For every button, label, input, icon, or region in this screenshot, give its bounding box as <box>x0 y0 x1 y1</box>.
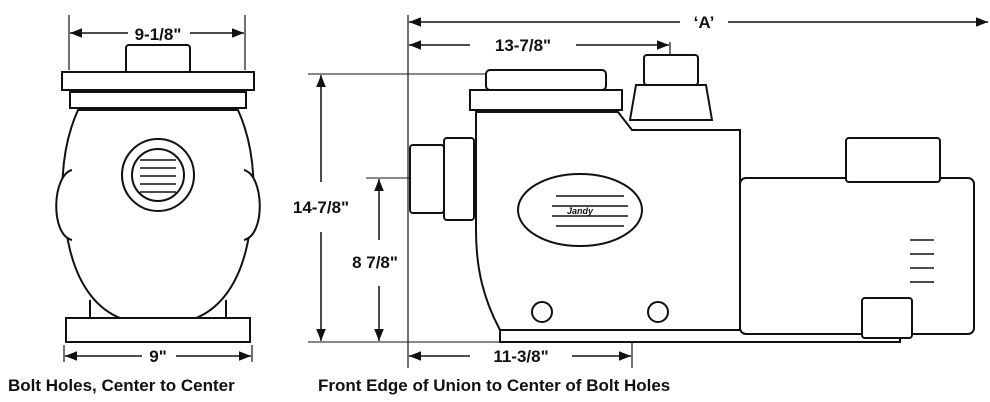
caption-bolt-holes: Bolt Holes, Center to Center <box>8 376 235 395</box>
front-lid-band <box>69 91 247 109</box>
label-base-bolt: 9" <box>149 347 167 366</box>
dim-overall-height: 14-7/8" <box>293 75 349 341</box>
dim-overall-length: ‘A’ <box>409 13 988 32</box>
side-lid-rim <box>469 89 623 111</box>
dim-inlet-height: 8 7/8" <box>352 179 398 341</box>
front-inlet-inner <box>131 148 185 202</box>
front-base-legs <box>89 300 227 318</box>
side-lid-top <box>485 69 607 91</box>
front-right-rib <box>243 169 261 241</box>
dim-base-bolt: 9" <box>63 345 253 366</box>
side-inlet-union <box>409 144 445 214</box>
side-motor <box>739 177 975 335</box>
front-base <box>65 317 251 343</box>
side-logo-badge <box>517 173 643 247</box>
front-lid-rim <box>61 71 255 91</box>
side-motor-vents <box>910 239 934 283</box>
dim-top-width: 9-1/8" <box>68 15 246 70</box>
label-inlet-height: 8 7/8" <box>352 253 398 272</box>
side-drain-plug-1 <box>531 301 553 323</box>
side-discharge-nut <box>628 84 714 121</box>
label-union-to-port: 13-7/8" <box>495 36 551 55</box>
label-overall-length: ‘A’ <box>694 13 715 32</box>
front-lid-cap <box>125 44 191 76</box>
side-discharge-port <box>643 54 699 86</box>
side-logo-stripes <box>552 195 628 227</box>
side-motor-box <box>845 137 941 183</box>
front-left-rib <box>55 169 73 241</box>
dim-union-to-bolt: 11-3/8" <box>409 347 631 366</box>
dim-union-to-port: 13-7/8" <box>409 36 669 55</box>
label-top-width: 9-1/8" <box>135 25 182 44</box>
logo-text: Jandy <box>567 206 594 216</box>
side-inlet-nut <box>443 137 475 221</box>
side-drain-plug-2 <box>647 301 669 323</box>
caption-union-to-bolt: Front Edge of Union to Center of Bolt Ho… <box>318 376 671 395</box>
label-overall-height: 14-7/8" <box>293 198 349 217</box>
pump-front-view <box>55 44 261 343</box>
front-inlet-grid <box>140 159 176 193</box>
side-motor-foot <box>861 297 913 339</box>
label-union-to-bolt: 11-3/8" <box>493 347 548 366</box>
pump-side-view <box>409 54 975 343</box>
